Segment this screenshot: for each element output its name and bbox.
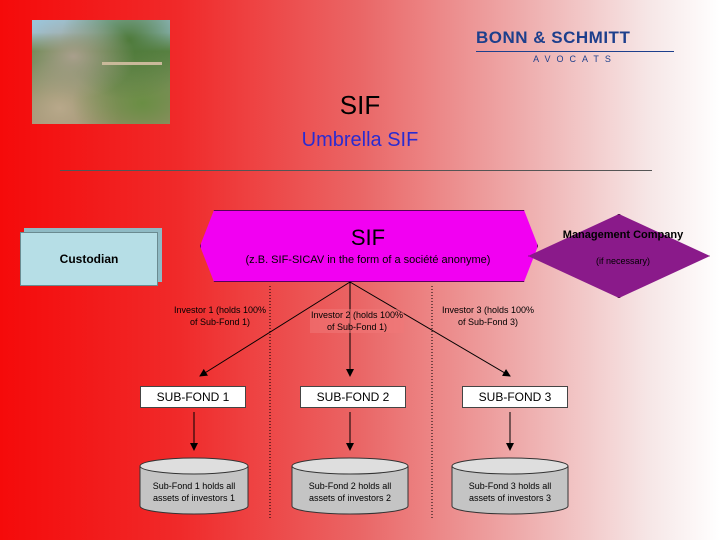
sif-title: SIF	[350, 225, 386, 250]
slide-title: SIF	[339, 90, 381, 120]
arrow-to-sub-fond-3	[349, 281, 511, 377]
sub-fond-1-label: SUB-FOND 1	[140, 386, 246, 408]
sub-fond-3-label: SUB-FOND 3	[462, 386, 568, 408]
cylinder-3	[451, 457, 569, 515]
custodian-box: Custodian	[20, 232, 158, 286]
investor-3-label: Investor 3 (holds 100% of Sub-Fond 3)	[441, 305, 535, 327]
sub-fond-2-label: SUB-FOND 2	[300, 386, 406, 408]
sif-box	[200, 210, 538, 282]
logo-name: BONN & SCHMITT	[476, 28, 631, 47]
sub-fond-1-assets: Sub-Fond 1 holds all assets of investors…	[152, 481, 236, 503]
bonn-schmitt-logo: BONN & SCHMITT AVOCATS	[476, 28, 674, 64]
investor-2-label: Investor 2 (holds 100% of Sub-Fond 1)	[310, 309, 404, 333]
sif-description: (z.B. SIF-SICAV in the form of a société…	[245, 254, 491, 266]
sub-fond-2-assets: Sub-Fond 2 holds all assets of investors…	[308, 481, 392, 503]
logo-divider	[476, 51, 674, 52]
sub-fond-2: SUB-FOND 2	[300, 386, 406, 408]
arrow-to-sub-fond-1	[199, 281, 351, 377]
cylinder-1	[139, 457, 249, 515]
investor-1-label: Investor 1 (holds 100% of Sub-Fond 1)	[173, 305, 267, 327]
title-divider	[60, 170, 652, 171]
sub-fond-3: SUB-FOND 3	[462, 386, 568, 408]
header-photo	[32, 20, 170, 124]
management-company-title: Management Company	[562, 229, 684, 241]
management-company-note: (if necessary)	[595, 256, 650, 266]
sub-fond-3-assets: Sub-Fond 3 holds all assets of investors…	[468, 481, 552, 503]
slide-subtitle: Umbrella SIF	[301, 129, 419, 151]
cylinder-2	[291, 457, 409, 515]
logo-subtitle: AVOCATS	[533, 54, 617, 64]
sub-fond-1: SUB-FOND 1	[140, 386, 246, 408]
custodian-label: Custodian	[59, 252, 119, 266]
